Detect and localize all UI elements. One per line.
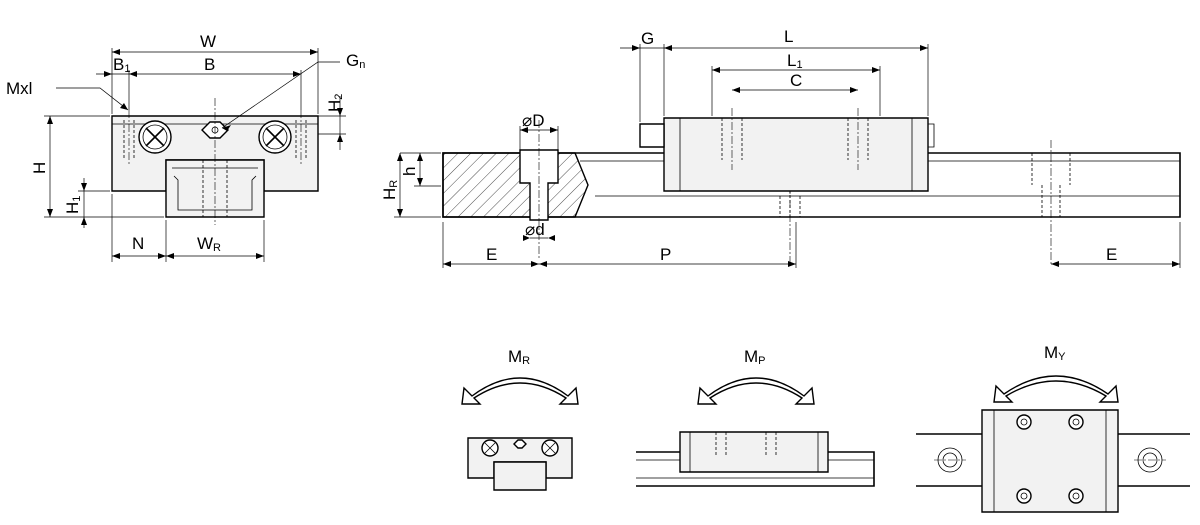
label-W: W bbox=[200, 32, 216, 51]
front-screw-right bbox=[258, 120, 292, 154]
label-HR: HR bbox=[380, 180, 400, 200]
moment-MY: MY bbox=[916, 343, 1190, 513]
moment-MR: MR bbox=[461, 347, 579, 491]
label-E-left: E bbox=[486, 245, 497, 264]
label-MP: MP bbox=[744, 347, 766, 367]
label-d: ⌀d bbox=[525, 220, 545, 239]
label-H: H bbox=[30, 162, 49, 174]
label-Gn: Gn bbox=[346, 51, 365, 71]
mp-arrow bbox=[697, 377, 815, 405]
label-P: P bbox=[660, 245, 671, 264]
label-MY: MY bbox=[1044, 343, 1066, 363]
label-L1: L1 bbox=[787, 51, 803, 71]
label-B1: B1 bbox=[113, 55, 130, 75]
label-D: ⌀D bbox=[522, 111, 545, 130]
label-Mxl: Mxl bbox=[6, 79, 32, 98]
label-H2: H2 bbox=[325, 94, 345, 112]
label-H1: H1 bbox=[63, 196, 83, 214]
label-h: h bbox=[400, 167, 419, 176]
side-view: G L L1 C ⌀D ⌀d h HR bbox=[380, 27, 1181, 268]
front-view: W B1 B Gn Mxl H2 H H1 bbox=[6, 32, 365, 262]
label-B: B bbox=[204, 55, 215, 74]
label-E-right: E bbox=[1106, 245, 1117, 264]
label-WR: WR bbox=[197, 234, 221, 254]
mr-arrow bbox=[461, 377, 579, 405]
rail-hole-section bbox=[519, 149, 559, 221]
label-N: N bbox=[132, 234, 144, 253]
label-C: C bbox=[790, 71, 802, 90]
label-L: L bbox=[784, 27, 793, 46]
front-screw-left bbox=[138, 120, 172, 154]
side-block bbox=[663, 117, 929, 192]
grease-nipple-side bbox=[639, 123, 665, 148]
my-arrow bbox=[993, 375, 1119, 403]
moment-MP: MP bbox=[636, 347, 875, 487]
rail-section-hatch bbox=[442, 152, 589, 218]
label-G: G bbox=[641, 29, 654, 48]
label-MR: MR bbox=[508, 347, 530, 367]
